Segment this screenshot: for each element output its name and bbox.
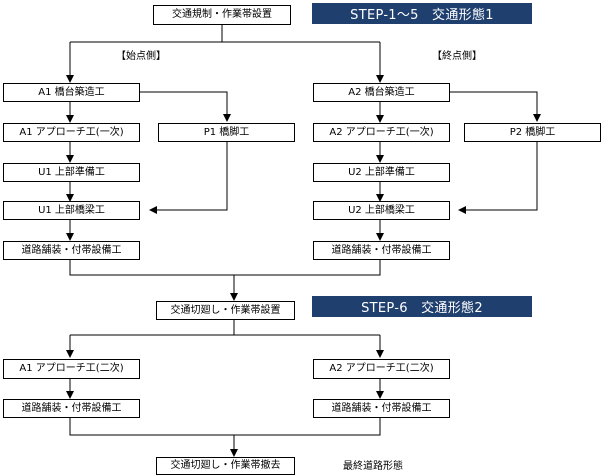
a1-approach-secondary-box: A1 アプローチ工(二次) — [3, 359, 140, 379]
left-road-paving-2-box: 道路舗装・付帯設備工 — [3, 399, 140, 418]
connector — [69, 418, 381, 436]
u2-superstructure-prep-box: U2 上部準備工 — [313, 163, 450, 182]
a2-abutment-box: A2 橋台築造工 — [313, 83, 450, 102]
u2-superstructure-beam-box: U2 上部橋梁工 — [313, 201, 450, 220]
u1-superstructure-beam-box: U1 上部橋梁工 — [3, 201, 140, 220]
step6-banner: STEP-6 交通形態2 — [312, 296, 532, 317]
connector — [450, 91, 541, 122]
a1-abutment-box: A1 橋台築造工 — [3, 83, 140, 102]
step1-5-banner: STEP-1～5 交通形態1 — [312, 3, 532, 24]
p1-pier-box: P1 橋脚工 — [158, 123, 295, 142]
connector — [458, 142, 538, 214]
start-side-label: 【始点側】 — [116, 51, 166, 62]
connector — [140, 91, 231, 122]
a2-approach-secondary-box: A2 アプローチ工(二次) — [313, 359, 450, 379]
a2-approach-primary-box: A2 アプローチ工(一次) — [313, 123, 450, 142]
traffic-switch-setup-box: 交通切廻し・作業帯設置 — [156, 301, 295, 320]
u1-superstructure-prep-box: U1 上部準備工 — [3, 163, 140, 182]
right-road-paving-box: 道路舗装・付帯設備工 — [313, 241, 450, 260]
left-road-paving-box: 道路舗装・付帯設備工 — [3, 241, 140, 260]
final-road-form-label: 最終道路形態 — [343, 461, 403, 472]
right-road-paving-2-box: 道路舗装・付帯設備工 — [313, 399, 450, 418]
traffic-control-setup-box: 交通規制・作業帯設置 — [153, 5, 291, 25]
end-side-label: 【終点側】 — [432, 51, 482, 62]
p2-pier-box: P2 橋脚工 — [464, 123, 601, 142]
connector — [149, 142, 228, 214]
traffic-switch-removal-box: 交通切廻し・作業帯撤去 — [156, 457, 295, 475]
a1-approach-primary-box: A1 アプローチ工(一次) — [3, 123, 140, 142]
connector — [69, 260, 381, 276]
